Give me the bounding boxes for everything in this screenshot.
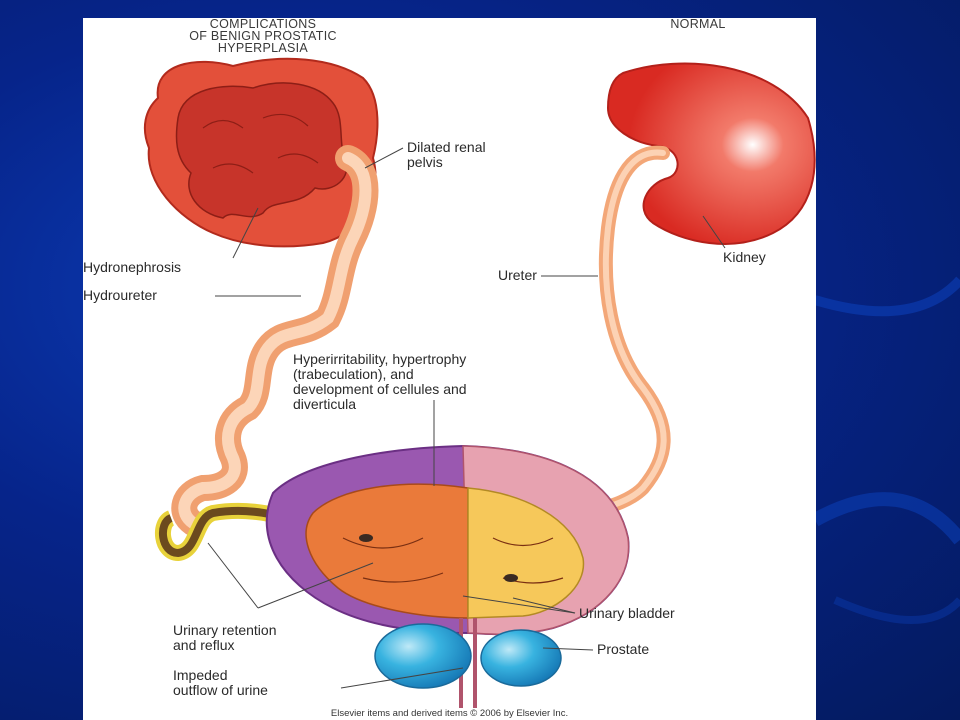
copyright-credit: Elsevier items and derived items © 2006 … [330,708,569,719]
label-urinary-retention: Urinary retention and reflux [173,622,277,653]
bladder [265,444,630,636]
label-hyperirritability: Hyperirritability, hypertrophy (trabecul… [293,351,467,412]
anatomy-illustration [143,57,816,708]
normal-kidney [606,62,816,245]
prostate-right-lobe [480,629,562,687]
label-impeded-outflow: Impeded outflow of urine [173,667,268,698]
label-hydroureter: Hydroureter [83,287,157,303]
label-kidney: Kidney [723,249,766,265]
label-ureter: Ureter [498,267,537,283]
background-swirl [815,276,960,624]
diseased-kidney [143,57,379,248]
header-normal: NORMAL [670,18,726,31]
medical-figure: COMPLICATIONS OF BENIGN PROSTATIC HYPERP… [83,18,816,720]
label-urinary-bladder: Urinary bladder [579,605,675,621]
prostate-left-lobe [374,623,472,689]
leader-lines [207,147,726,689]
label-prostate: Prostate [597,641,650,657]
label-dilated-renal-pelvis: Dilated renal pelvis [407,139,486,170]
label-hydronephrosis: Hydronephrosis [83,259,182,275]
header-complications: COMPLICATIONS OF BENIGN PROSTATIC HYPERP… [189,18,337,55]
